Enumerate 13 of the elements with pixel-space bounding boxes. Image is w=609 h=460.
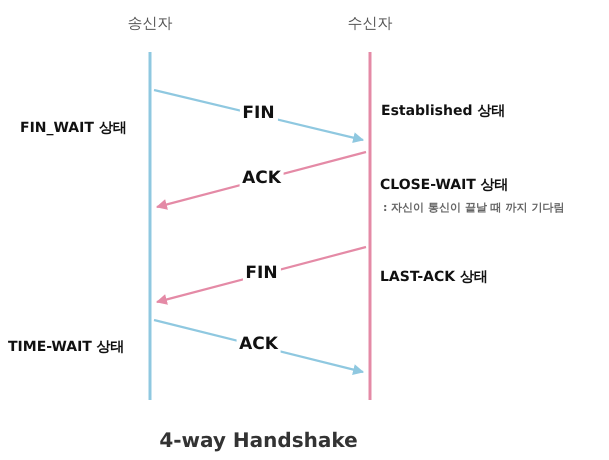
state-label: Established 상태 (381, 102, 506, 120)
note-text: : 자신이 통신이 끝날 때 까지 기다림 (383, 200, 564, 215)
edge-label: FIN (242, 262, 281, 282)
participant-label: 수신자 (346, 14, 394, 33)
state-label: TIME-WAIT 상태 (8, 338, 125, 356)
edge-label: ACK (236, 334, 281, 354)
edge-label: ACK (239, 168, 284, 188)
state-label: FIN_WAIT 상태 (20, 119, 127, 137)
participant-label: 송신자 (126, 14, 174, 33)
state-label: LAST-ACK 상태 (380, 268, 488, 286)
caption: 4-way Handshake (158, 428, 359, 452)
edge-label: FIN (239, 103, 278, 123)
state-label: CLOSE-WAIT 상태 (380, 176, 509, 194)
